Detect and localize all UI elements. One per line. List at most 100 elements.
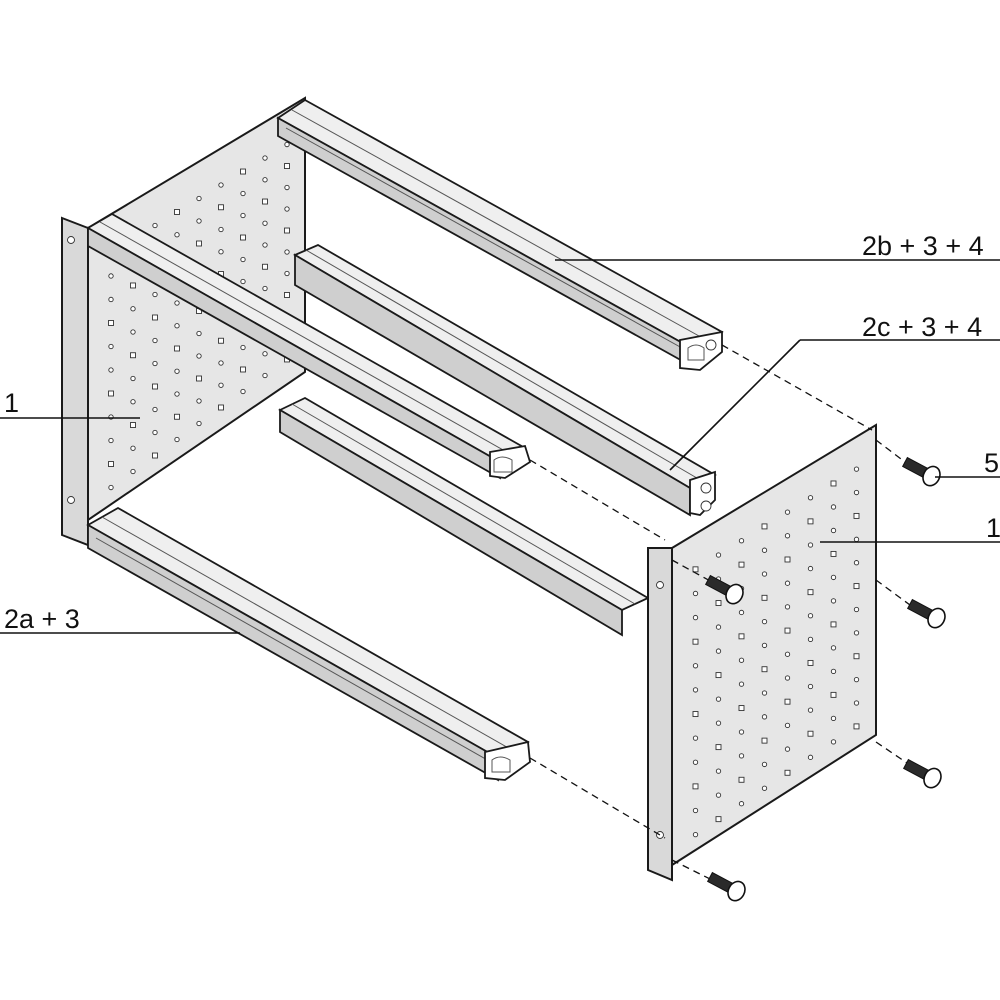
perforation-hole — [715, 768, 722, 774]
perforation-hole — [738, 753, 745, 759]
perforation-hole — [692, 566, 699, 573]
perforation-hole — [807, 707, 814, 713]
perforation-hole — [830, 574, 837, 581]
rail-bottom — [86, 506, 531, 782]
perforation-hole — [738, 776, 745, 783]
perforation-hole — [218, 382, 224, 388]
perforation-hole — [108, 296, 114, 303]
perforation-hole — [853, 606, 860, 613]
perforation-hole — [715, 672, 722, 679]
perforation-hole — [715, 792, 722, 798]
perforation-hole — [240, 234, 246, 241]
perforation-hole — [284, 227, 290, 234]
perforation-hole — [196, 330, 202, 337]
perforation-hole — [284, 270, 290, 277]
perforation-hole — [262, 198, 268, 205]
perforation-hole — [692, 590, 699, 597]
perforation-hole — [853, 489, 860, 496]
perforation-hole — [130, 352, 136, 359]
rail-top-rear — [276, 98, 724, 371]
perforation-hole — [784, 509, 791, 515]
perforation-hole — [284, 184, 290, 191]
perforation-hole — [218, 204, 224, 211]
perforation-hole — [715, 600, 722, 607]
perforation-hole — [218, 249, 224, 255]
perforation-hole — [196, 420, 202, 427]
perforation-hole — [174, 413, 180, 420]
perforation-hole — [784, 604, 791, 610]
perforation-hole — [738, 609, 745, 616]
screw-icon — [906, 598, 946, 629]
perforation-hole — [692, 807, 699, 814]
label-rail-top-front: 2c + 3 + 4 — [862, 312, 982, 342]
leader-lines — [0, 259, 1000, 634]
perforation-hole — [108, 390, 114, 397]
perforation-hole — [830, 550, 837, 557]
perforation-hole — [784, 698, 791, 705]
perforation-hole — [807, 589, 814, 596]
perforation-hole — [761, 785, 768, 791]
label-side-panel-right: 1 — [986, 513, 1000, 543]
perforation-hole — [284, 163, 290, 170]
perforation-hole — [784, 746, 791, 752]
label-screws: 5 — [984, 448, 999, 478]
perforation-hole — [152, 314, 158, 321]
perforation-hole — [130, 422, 136, 428]
perforation-hole — [715, 696, 722, 702]
right-side-panel — [647, 423, 877, 882]
perforation-hole — [761, 547, 768, 553]
perforation-hole — [830, 645, 837, 651]
perforation-hole — [152, 452, 158, 459]
perforation-hole — [830, 598, 837, 604]
perforation-hole — [761, 594, 768, 601]
rail-middle — [293, 243, 717, 517]
perforation-hole — [130, 399, 136, 405]
perforation-hole — [196, 353, 202, 359]
perforation-hole — [830, 691, 837, 698]
perforation-hole — [807, 730, 814, 737]
perforation-hole — [853, 512, 860, 519]
perforation-hole — [152, 383, 158, 390]
perforation-hole — [218, 182, 224, 188]
perforation-hole — [738, 705, 745, 712]
perforation-hole — [738, 633, 745, 640]
perforation-hole — [715, 720, 722, 726]
perforation-hole — [830, 504, 837, 510]
perforation-hole — [715, 744, 722, 751]
perforation-hole — [738, 538, 745, 544]
perforation-hole — [196, 240, 202, 247]
perforation-hole — [807, 565, 814, 572]
perforation-hole — [174, 436, 180, 443]
perforation-hole — [784, 769, 791, 776]
perforation-hole — [196, 218, 202, 224]
perforation-hole — [196, 195, 202, 202]
perforation-hole — [218, 360, 224, 366]
label-rail-bottom: 2a + 3 — [4, 604, 80, 634]
perforation-hole — [715, 648, 722, 654]
perforation-hole — [108, 273, 114, 279]
perforation-hole — [692, 638, 699, 645]
screw-icon — [902, 758, 942, 789]
perforation-hole — [830, 621, 837, 628]
perforation-hole — [807, 542, 814, 548]
perforation-hole — [240, 256, 246, 263]
perforation-hole — [761, 714, 768, 720]
perforation-hole — [807, 518, 814, 525]
perforation-hole — [262, 242, 268, 248]
screw-icon — [901, 456, 941, 487]
perforation-hole — [174, 232, 180, 238]
perforation-hole — [108, 484, 114, 491]
assembly-guide-lines — [529, 344, 911, 881]
perforation-hole — [692, 614, 699, 621]
perforation-hole — [262, 263, 268, 270]
perforation-hole — [152, 360, 158, 367]
perforation-hole — [284, 292, 290, 298]
perforation-hole — [240, 190, 246, 197]
perforation-hole — [692, 759, 699, 765]
perforation-hole — [692, 735, 699, 741]
perforation-hole — [174, 323, 180, 329]
perforation-hole — [174, 209, 180, 215]
perforation-hole — [174, 345, 180, 352]
perforation-hole — [853, 560, 860, 566]
perforation-hole — [784, 580, 791, 586]
